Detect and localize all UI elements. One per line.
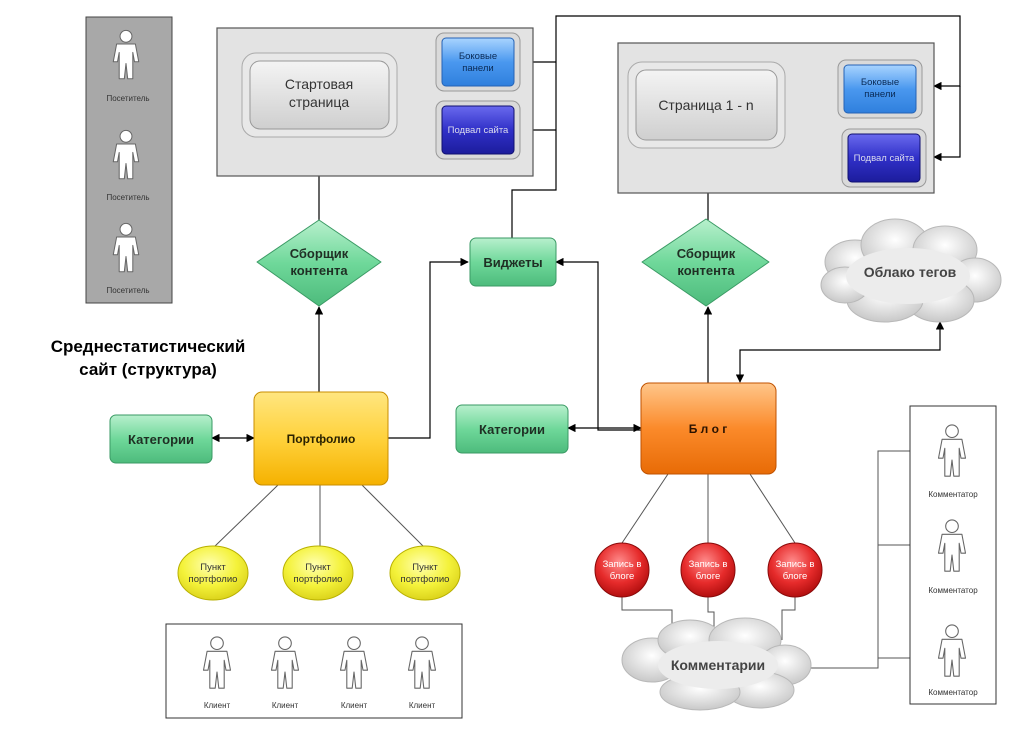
blog-label: Б л о г — [689, 422, 728, 436]
widgets-node: Виджеты — [469, 237, 557, 287]
left-sidebar-label-2: панели — [462, 63, 494, 74]
blog-tagcloud-arrow — [735, 321, 945, 383]
blog-post — [767, 542, 823, 598]
title-line2: сайт (структура) — [79, 360, 217, 379]
blog-post — [594, 542, 650, 598]
portfolio-item-label: Пункт — [305, 562, 331, 573]
aggregator-right-label: Сборщик — [677, 246, 736, 261]
visitor-label: Посетитель — [106, 94, 149, 103]
blog-post-label: Запись в — [776, 559, 815, 570]
start-page-label: Стартовая — [285, 76, 353, 92]
client-label: Клиент — [409, 701, 436, 710]
portfolio-item-label-2: портфолио — [294, 574, 343, 585]
portfolio-item — [177, 545, 249, 601]
right-sidebar-box — [843, 64, 917, 114]
start-page-label-2: страница — [289, 94, 350, 110]
blog-node: Б л о г — [640, 382, 777, 475]
right-footer-label: Подвал сайта — [854, 153, 915, 164]
widgets-label: Виджеты — [483, 255, 542, 270]
clients-panel: Клиент Клиент Клиент Клиент — [165, 623, 463, 719]
page-n-label: Страница 1 - n — [658, 97, 753, 113]
portfolio-item-label: Пункт — [412, 562, 438, 573]
categories-right-label: Категории — [479, 422, 545, 437]
aggregator-right: Сборщик контента — [641, 218, 770, 307]
blog-to-widgets-arrow — [555, 257, 641, 431]
title-line1: Среднестатистический — [51, 337, 246, 356]
start-page-panel: Стартовая страница Боковые панели Подвал… — [216, 27, 534, 177]
portfolio-item-label-2: портфолио — [189, 574, 238, 585]
connectors — [211, 15, 961, 443]
portfolio-item-label: Пункт — [200, 562, 226, 573]
portfolio-to-widgets-arrow — [388, 257, 469, 439]
commentator-label: Комментатор — [928, 586, 978, 595]
commentator-label: Комментатор — [928, 688, 978, 697]
blog-post-label: Запись в — [689, 559, 728, 570]
categories-right: Категории — [455, 404, 569, 454]
tag-cloud: Облако тегов — [820, 218, 1002, 323]
portfolio-label: Портфолио — [287, 432, 356, 446]
comments-cloud: Комментарии — [621, 617, 812, 711]
aggregator-left-label-2: контента — [290, 263, 348, 278]
left-sidebar-label: Боковые — [459, 51, 497, 62]
left-sidebar-box — [441, 37, 515, 87]
portfolio-item — [389, 545, 461, 601]
categories-left-label: Категории — [128, 432, 194, 447]
visitors-panel: Посетитель Посетитель Посетитель — [85, 16, 173, 304]
portfolio-item — [282, 545, 354, 601]
commentators-panel: Комментатор Комментатор Комментатор — [909, 405, 997, 705]
left-footer-box — [441, 105, 515, 155]
blog-post-label-2: блоге — [696, 571, 721, 582]
portfolio-item-label-2: портфолио — [401, 574, 450, 585]
blog-post-label: Запись в — [603, 559, 642, 570]
portfolio-node: Портфолио — [253, 391, 389, 486]
left-footer-label: Подвал сайта — [448, 125, 509, 136]
blog-post — [680, 542, 736, 598]
visitor-label: Посетитель — [106, 193, 149, 202]
right-sidebar-label-2: панели — [864, 89, 896, 100]
categories-left: Категории — [109, 414, 213, 464]
aggregator-left-label: Сборщик — [290, 246, 349, 261]
blog-posts: Запись в блоге Запись в блоге Запись в б… — [594, 542, 823, 598]
diagram-title: Среднестатистический сайт (структура) — [51, 337, 246, 379]
aggregator-left: Сборщик контента — [256, 219, 382, 307]
aggregator-right-label-2: контента — [677, 263, 735, 278]
right-footer-box — [847, 133, 921, 183]
portfolio-items: Пункт портфолио Пункт портфолио Пункт по… — [177, 545, 461, 601]
blog-post-label-2: блоге — [610, 571, 635, 582]
client-label: Клиент — [272, 701, 299, 710]
plain-lines — [212, 450, 940, 669]
right-sidebar-label: Боковые — [861, 77, 899, 88]
client-label: Клиент — [204, 701, 231, 710]
client-label: Клиент — [341, 701, 368, 710]
blog-post-label-2: блоге — [783, 571, 808, 582]
widgets-to-left-footer-line — [933, 86, 961, 162]
commentator-label: Комментатор — [928, 490, 978, 499]
comments-label: Комментарии — [671, 657, 765, 673]
tag-cloud-label: Облако тегов — [864, 264, 957, 280]
visitor-label: Посетитель — [106, 286, 149, 295]
page-n-panel: Страница 1 - n Боковые панели Подвал сай… — [617, 42, 935, 194]
